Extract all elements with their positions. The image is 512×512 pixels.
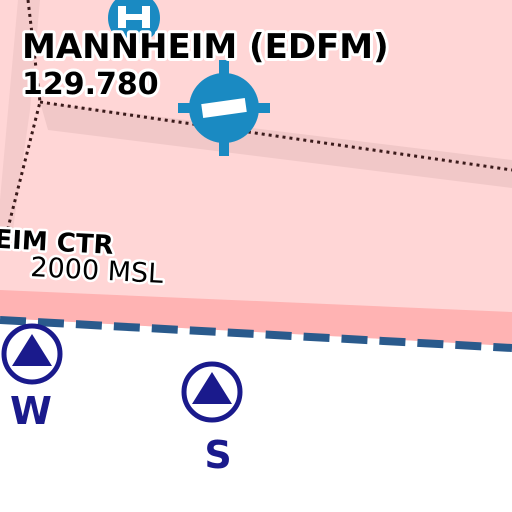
- reporting-point-triangle: [192, 372, 232, 404]
- dotted-boundary-line-left: [6, 0, 42, 229]
- ctr-area: [0, 0, 512, 346]
- reporting-point-s[interactable]: S: [181, 361, 243, 479]
- inner-band-left: [0, 0, 40, 250]
- airport-frequency-label: 129.780: [22, 67, 159, 102]
- airport-name-label: MANNHEIM (EDFM): [22, 27, 389, 67]
- ctr-boundary-line: [0, 316, 512, 352]
- airport-symbol-icon[interactable]: [178, 60, 270, 156]
- reporting-point-w-letter: W: [10, 389, 52, 433]
- reporting-point-w[interactable]: W: [1, 323, 63, 435]
- reporting-point-s-letter: S: [204, 433, 231, 477]
- inner-band-top: [40, 102, 512, 188]
- reporting-point-triangle: [12, 334, 52, 366]
- heliport-icon[interactable]: [108, 0, 160, 44]
- ctr-border-band: [0, 290, 512, 346]
- dotted-boundary-line: [39, 100, 512, 172]
